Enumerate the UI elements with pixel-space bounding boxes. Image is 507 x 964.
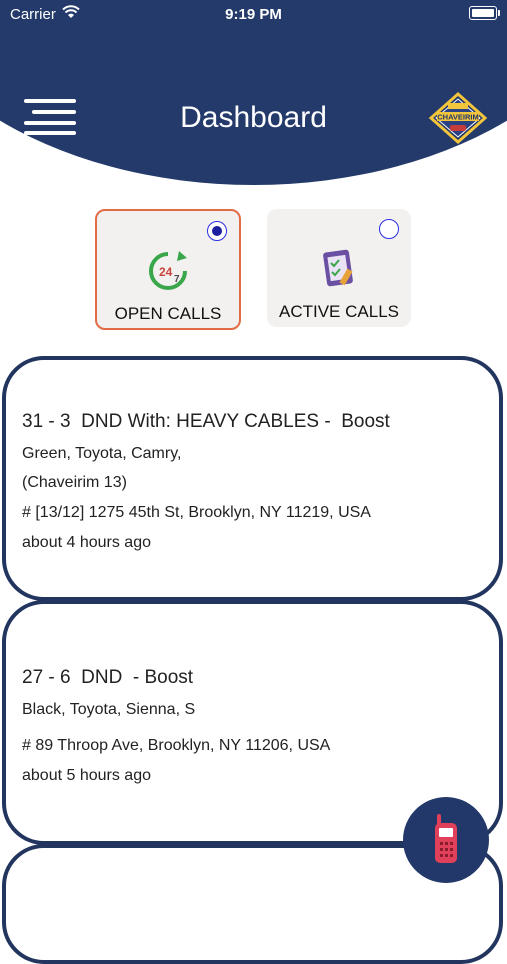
call-unit: (Chaveirim 13): [22, 474, 127, 491]
active-calls-label: ACTIVE CALLS: [279, 302, 399, 321]
menu-icon-line: [32, 110, 76, 114]
radio-dispatch-button[interactable]: [403, 797, 489, 883]
menu-button[interactable]: [24, 97, 76, 137]
carrier-label: Carrier: [10, 6, 56, 23]
menu-icon-line: [24, 121, 76, 125]
call-vehicle: Black, Toyota, Sienna, S: [22, 701, 196, 718]
call-card[interactable]: 31 - 3 DND With: HEAVY CABLES - Boost Gr…: [2, 356, 503, 601]
tablet-checklist-icon: [323, 249, 353, 287]
menu-icon-line: [24, 131, 76, 135]
call-address: # 89 Throop Ave, Brooklyn, NY 11206, USA: [22, 737, 331, 754]
wifi-icon: [62, 5, 80, 18]
chaveirim-logo: CHAVEIRIM: [428, 92, 488, 144]
header: Carrier 9:19 PM Dashboard CHAVEIRIM: [0, 0, 507, 200]
24-7-icon: 24 7: [149, 251, 187, 290]
svg-text:24: 24: [159, 265, 173, 279]
active-calls-toggle[interactable]: ACTIVE CALLS: [267, 209, 411, 327]
open-calls-toggle[interactable]: 24 7 OPEN CALLS: [95, 209, 241, 330]
page-title: Dashboard: [180, 101, 327, 134]
svg-text:7: 7: [174, 274, 180, 285]
call-time-ago: about 4 hours ago: [22, 534, 151, 551]
walkie-talkie-icon: [435, 814, 457, 863]
open-calls-label: OPEN CALLS: [114, 304, 222, 323]
status-time: 9:19 PM: [225, 6, 282, 23]
status-bar: Carrier 9:19 PM: [0, 0, 507, 28]
header-background: [0, 0, 507, 185]
call-card[interactable]: 27 - 6 DND - Boost Black, Toyota, Sienna…: [2, 600, 503, 845]
active-calls-radio[interactable]: [379, 219, 399, 239]
logo-text: CHAVEIRIM: [437, 113, 479, 122]
call-headline: 27 - 6 DND - Boost: [22, 667, 194, 688]
battery-icon: [469, 6, 500, 20]
open-calls-radio[interactable]: [207, 221, 227, 241]
call-time-ago: about 5 hours ago: [22, 767, 151, 784]
call-vehicle: Green, Toyota, Camry,: [22, 445, 182, 462]
call-address: # [13/12] 1275 45th St, Brooklyn, NY 112…: [22, 504, 371, 521]
menu-icon: [24, 99, 76, 103]
radio-selected-dot: [212, 226, 222, 236]
call-headline: 31 - 3 DND With: HEAVY CABLES - Boost: [22, 411, 390, 432]
